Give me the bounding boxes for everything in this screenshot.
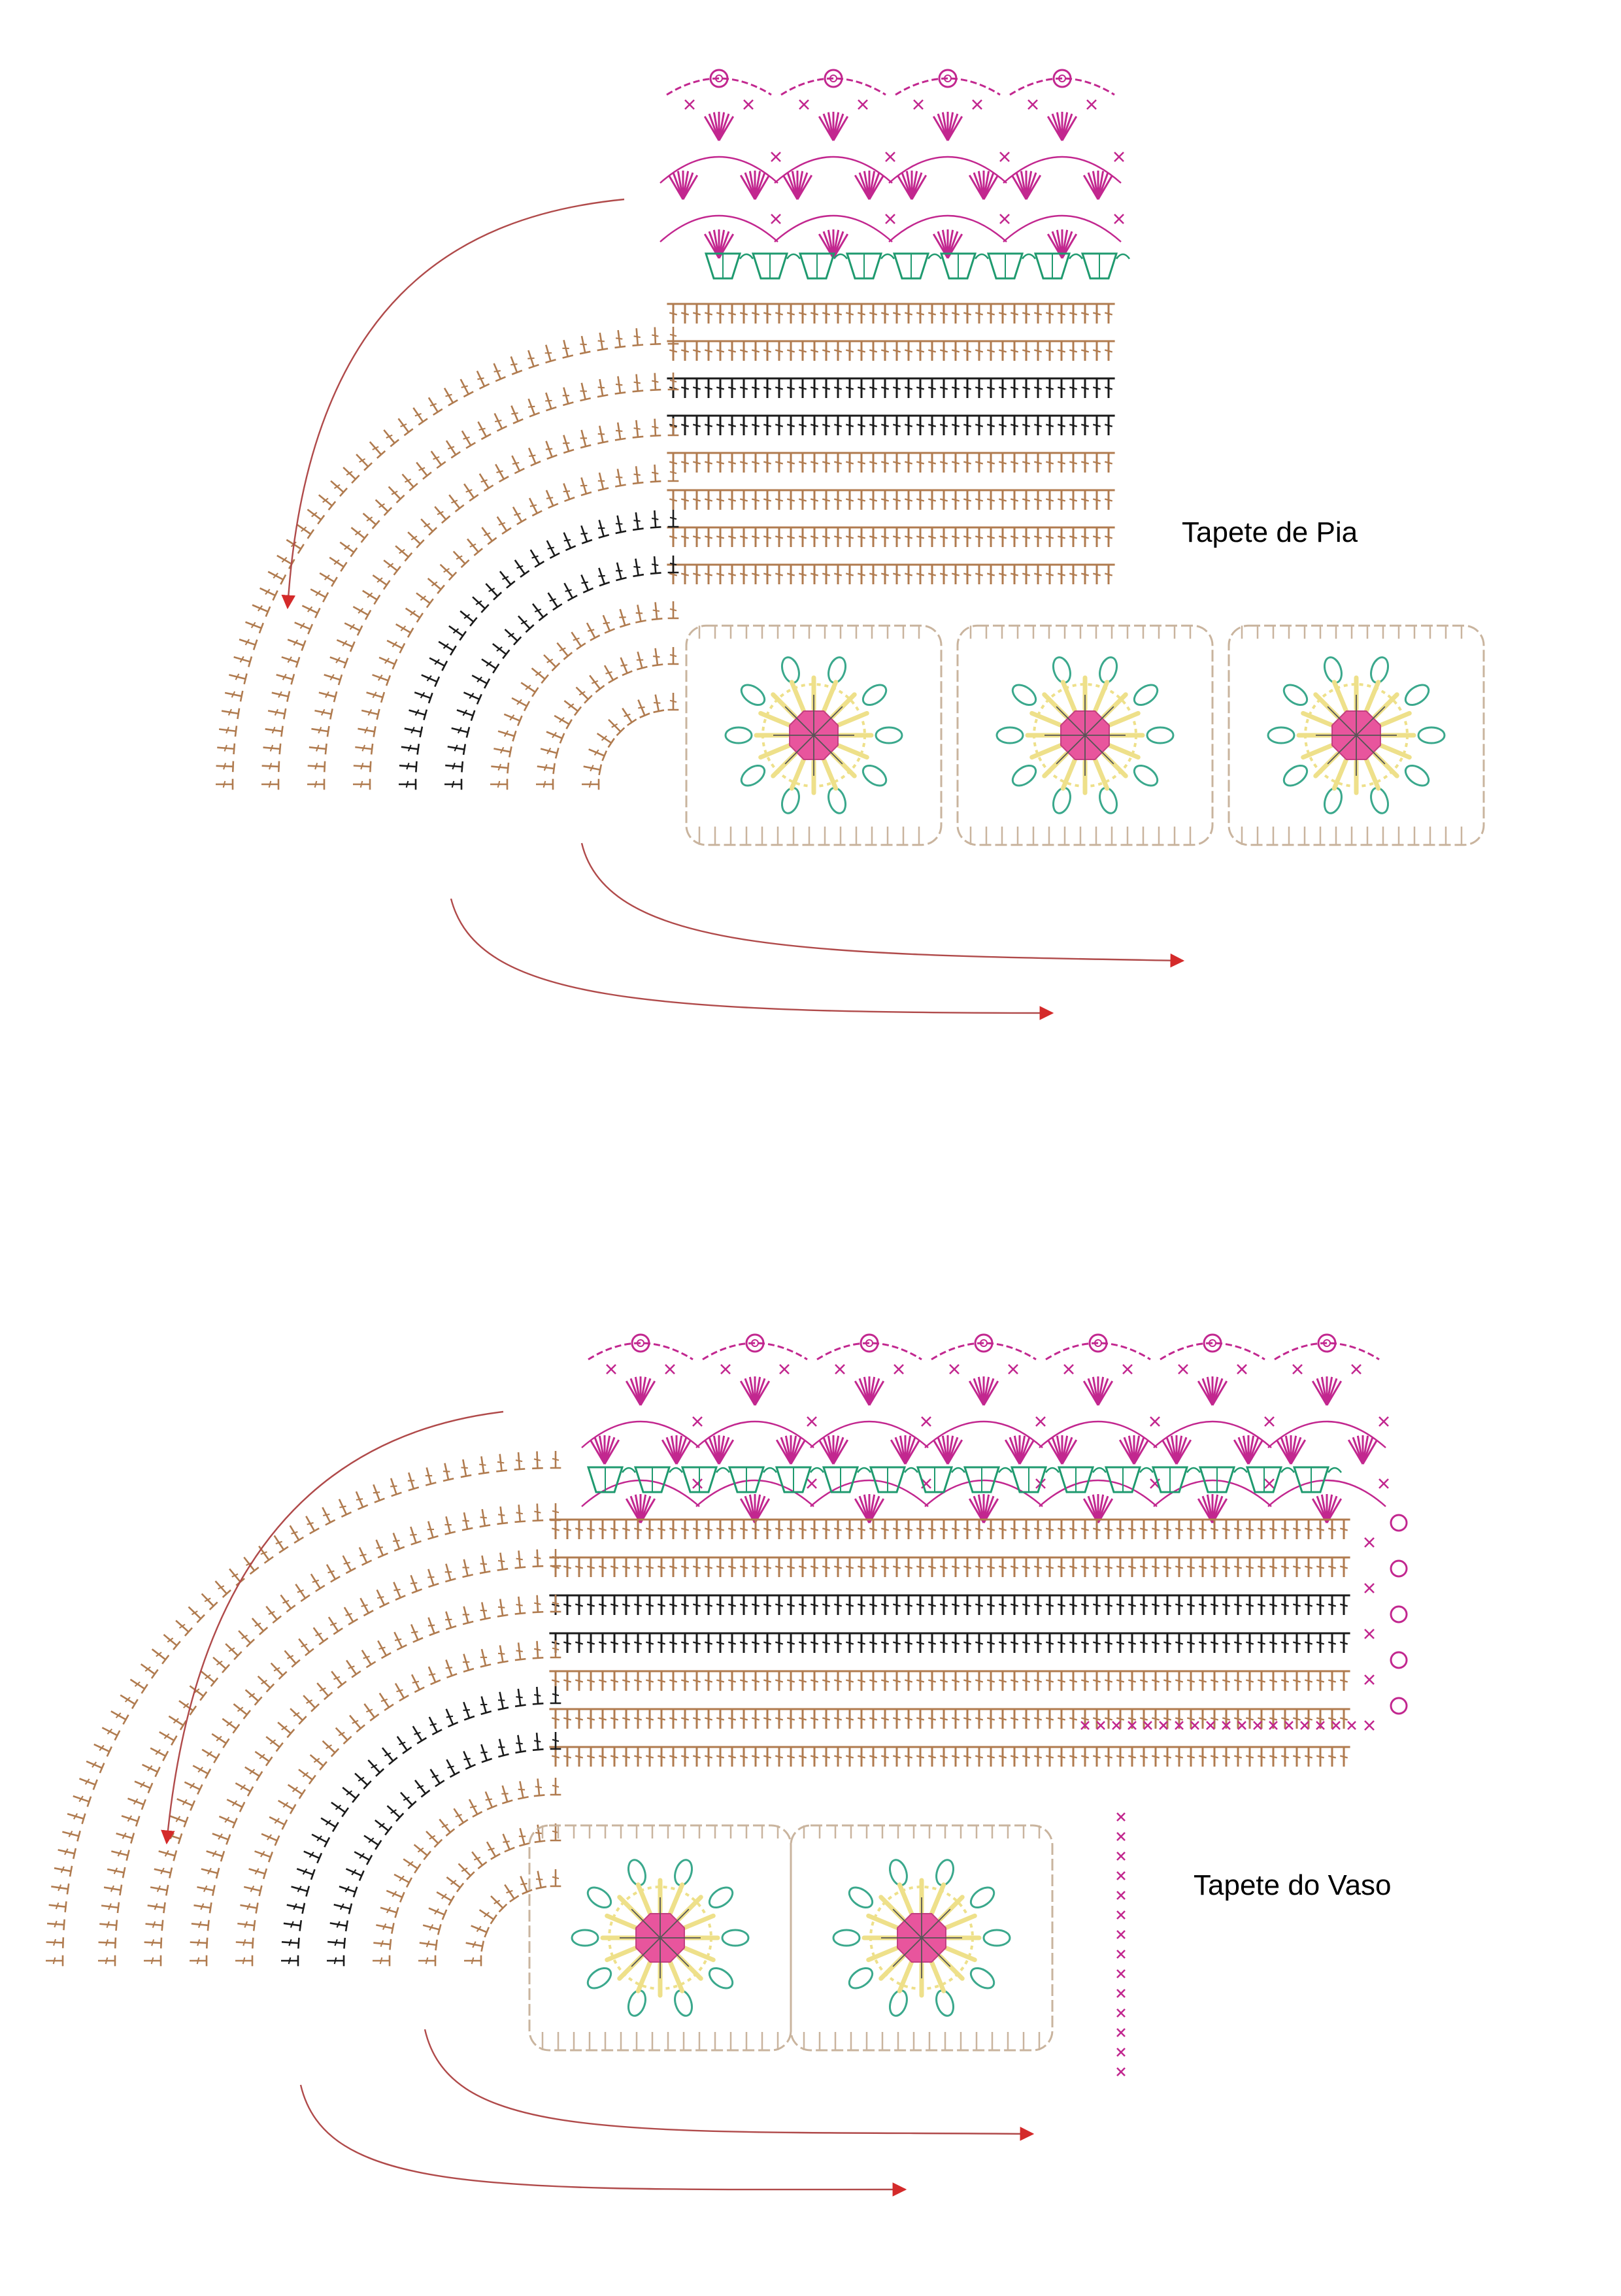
vaso-shell-band bbox=[586, 1466, 1343, 1493]
chart-tapete-de-pia bbox=[216, 69, 1485, 1020]
vaso-edging bbox=[581, 1333, 1389, 1523]
vaso-side-edging bbox=[1080, 1514, 1408, 2076]
title-tapete-de-pia: Tapete de Pia bbox=[1182, 516, 1358, 548]
vaso-motif-2 bbox=[790, 1824, 1054, 2052]
vaso-row-7 bbox=[549, 1746, 1350, 1767]
vaso-row-6 bbox=[549, 1708, 1350, 1729]
pia-edging bbox=[660, 69, 1124, 259]
vaso-arrow-outer bbox=[299, 2084, 907, 2197]
vaso-motif-1 bbox=[528, 1824, 792, 2052]
pia-row-5 bbox=[667, 452, 1115, 473]
chart-tapete-do-vaso bbox=[46, 1333, 1408, 2197]
pia-motif-3 bbox=[1228, 624, 1485, 846]
pia-arrow-up bbox=[281, 198, 625, 610]
vaso-row-2 bbox=[549, 1556, 1350, 1577]
pia-row-8 bbox=[667, 563, 1115, 584]
vaso-row-5 bbox=[549, 1670, 1350, 1691]
vaso-row-1 bbox=[549, 1518, 1350, 1539]
pia-row-7 bbox=[667, 526, 1115, 547]
pia-row-6 bbox=[667, 489, 1115, 510]
pia-corner-rows bbox=[216, 327, 679, 790]
pia-row-4 bbox=[667, 414, 1115, 435]
pia-arrow-outer bbox=[450, 898, 1054, 1020]
title-tapete-do-vaso: Tapete do Vaso bbox=[1194, 1869, 1392, 1901]
pia-row-2 bbox=[667, 340, 1115, 361]
pia-arrow-inner bbox=[580, 842, 1185, 968]
vaso-corner-rows bbox=[46, 1451, 561, 1967]
vaso-arrow-inner bbox=[424, 2029, 1035, 2141]
vaso-row-4 bbox=[549, 1632, 1350, 1653]
pia-motif-2 bbox=[956, 624, 1214, 846]
pia-shell-band bbox=[704, 252, 1131, 280]
vaso-row-3 bbox=[549, 1594, 1350, 1615]
pia-row-3 bbox=[667, 377, 1115, 398]
pia-motif-1 bbox=[685, 624, 943, 846]
pia-row-1 bbox=[667, 303, 1115, 324]
vaso-arrow-up bbox=[161, 1410, 504, 1845]
